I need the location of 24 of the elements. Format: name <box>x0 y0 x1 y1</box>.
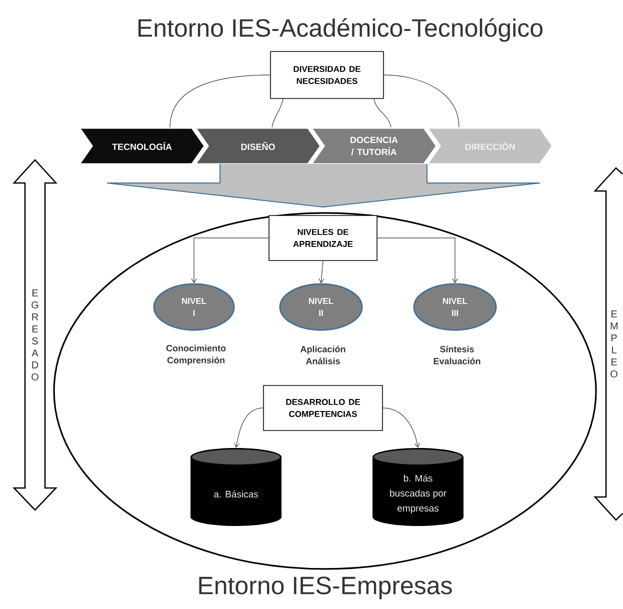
arrow <box>377 238 458 284</box>
caption: Entorno IES-Empresas <box>199 576 452 600</box>
level-caption: Síntesis Evaluación <box>434 346 480 364</box>
connector-curve <box>234 408 264 448</box>
level-caption: Aplicación Análisis <box>300 346 346 364</box>
block-arrow <box>106 163 540 208</box>
cylinder: a. Básicas <box>190 448 282 526</box>
cylinder: b. Más buscadas por empresas <box>372 448 464 526</box>
arrow <box>318 260 324 284</box>
connector-curve <box>272 98 284 128</box>
ellipse <box>53 212 597 570</box>
text-box: NIVELES DE APRENDIZAJE <box>268 215 378 261</box>
text-box: DIVERSIDAD DE NECESIDADES <box>270 51 384 99</box>
text-box: DESARROLLO DE COMPETENCIAS <box>263 385 383 431</box>
connector-curve <box>382 408 420 448</box>
process-step-banner: DOCENCIA / TUTORÍA <box>310 127 438 165</box>
title: Entorno IES-Académico-Tecnológico <box>138 18 542 42</box>
connector-curve <box>170 74 270 128</box>
arrow <box>191 238 269 284</box>
process-step-banner: TECNOLOGÍA <box>78 127 206 165</box>
connector-curve <box>374 98 392 128</box>
level-caption: Conocimiento Comprensión <box>166 344 226 366</box>
connector-curve <box>384 74 460 128</box>
process-step-banner: DISEÑO <box>194 127 322 165</box>
